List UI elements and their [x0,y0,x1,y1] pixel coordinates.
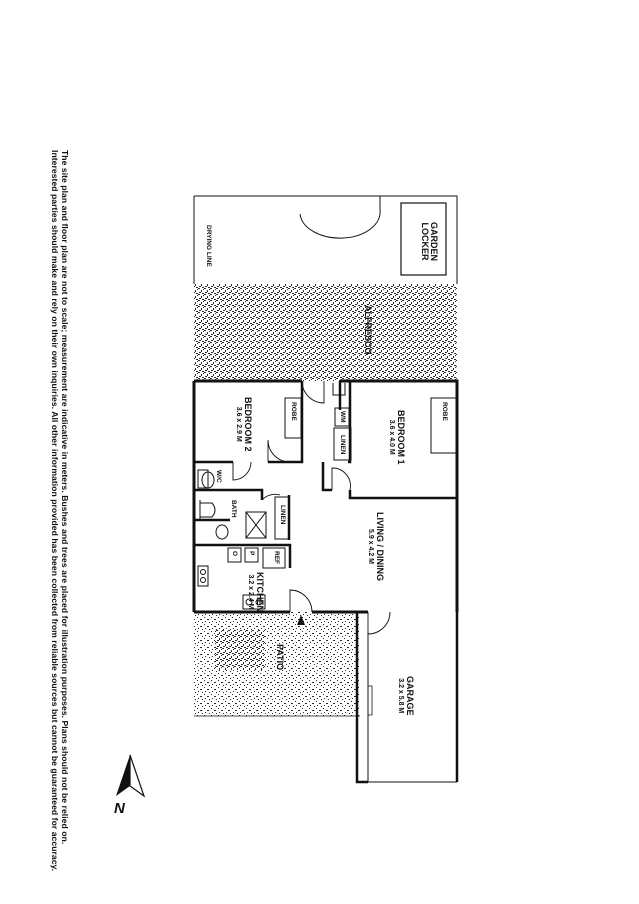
garden-locker [400,202,447,276]
kitchen-p [244,547,259,563]
yard [193,195,458,284]
bedroom-1-label: BEDROOM 1 3.6 x 4.0 M [388,410,406,465]
sink [242,594,266,610]
living-dining-label: LIVING / DINING 5.9 x 4.2 M [367,512,385,582]
bedroom-2-label: BEDROOM 2 3.6 x 2.9 M [235,397,253,452]
fridge [262,547,286,569]
north-arrow-icon [116,754,146,798]
alfresco-area [194,284,457,381]
linen-hall-label: LINEN [339,435,346,455]
doors [232,380,391,635]
bath-label: BATH [230,500,237,518]
entry-arrow-icon [297,615,305,625]
basin [215,524,229,540]
robe-bedroom2 [284,397,302,439]
wc-label: W/C [215,470,222,483]
fixtures [197,383,457,610]
garage-label: GARAGE 3.2 x 5.8 M [397,676,415,716]
patio-label: PATIO [275,644,285,671]
north-label: N [114,800,125,817]
kitchen-label: KITCHEN 3.2 x 2.4 M [247,572,265,612]
drying-line-label: DRYING LINE [205,225,212,267]
p-label: P [248,551,255,556]
robe-bedroom-2-label: ROBE [290,402,297,421]
kitchen-o [227,547,242,563]
linen-hall [333,427,352,461]
house-walls [192,379,459,614]
robe-bedroom-1-label: ROBE [441,402,448,421]
garden-locker-label: GARDEN LOCKER [420,222,439,262]
ref-label: REF [273,551,280,564]
wm [334,407,350,427]
patio-dense [215,630,265,670]
linen-bath-label: LINEN [279,505,286,525]
shower [245,511,267,539]
stove [197,565,209,587]
disclaimer-line-2: Interested parties should make and rely … [50,150,60,872]
wm-label: WM [339,411,346,423]
robe-bedroom1 [430,397,457,454]
o-label: O [231,551,238,557]
disclaimer-line-1: The site plan and floor plan are not to … [60,150,70,845]
linen-bath [274,496,290,540]
alfresco-label: ALFRESCO [363,305,373,355]
garage [355,612,459,784]
